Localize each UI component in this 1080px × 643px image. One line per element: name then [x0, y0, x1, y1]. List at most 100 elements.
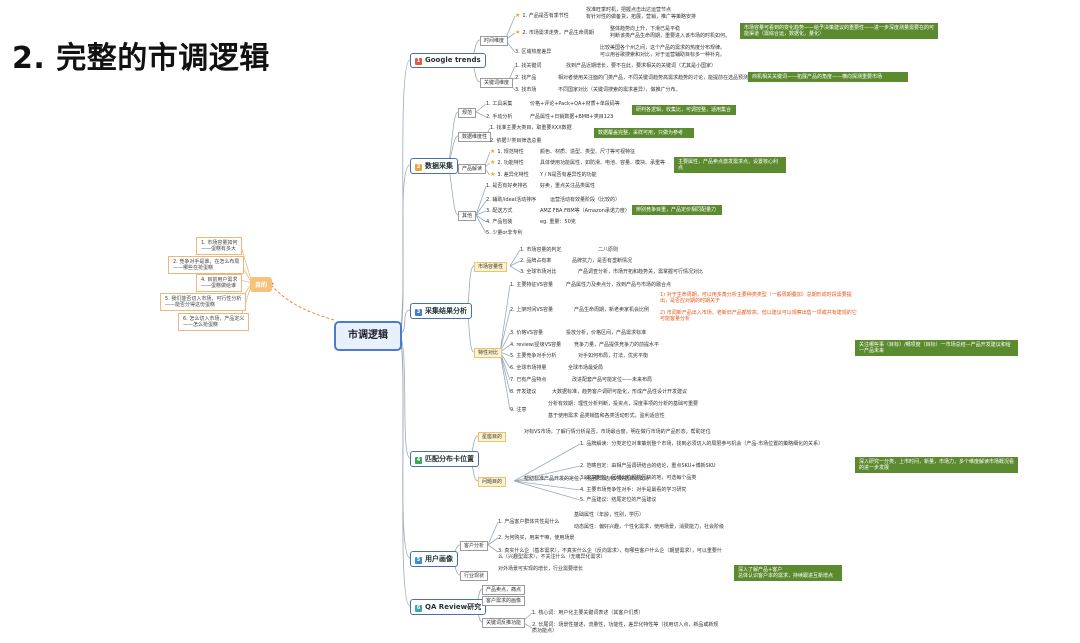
node: 1. 是否有好卖排名 — [486, 183, 528, 189]
tag: 星座目的 — [478, 432, 507, 442]
tag: 客户需求的画像 — [482, 596, 526, 606]
node: 1. 工具采集 — [486, 101, 513, 107]
detail: 整体趋势向上升，下滑已是平稳 — [610, 26, 681, 32]
detail: 全球市场最受局 — [568, 365, 604, 371]
node: 2. 手动分析 — [486, 114, 513, 120]
node: ★2. 功能特性 — [490, 159, 524, 167]
tag: 特性对比 — [474, 348, 503, 358]
tag: 时间维度 — [480, 36, 509, 46]
detail: 判断该类产品生命周期，重要进入该市场的时机如何。 — [610, 33, 731, 39]
node: 1. 核心词：用户化主要关键词表述（其客户们质） — [532, 610, 644, 616]
detail: 动态属性：偏好兴趣，个性化需求，使用场景，消费能力，社会阶级 — [574, 524, 725, 530]
detail: 产品属性+日销数据+BMB+类目123 — [530, 114, 614, 120]
detail: Y / N是否有差异性的功能 — [540, 172, 597, 178]
red-note: 2) 市调新产品出入市场，老新旧产品都较高，但以建议可以观察出售一项或并有建观的… — [660, 310, 857, 322]
node: 2. 找产品 — [515, 75, 537, 81]
node: 1. 品牌解读：分类定位对准策划整个市场，找到必须切入的局限参与机会（产品-市场… — [580, 441, 824, 447]
node: 2. 长尾词：场景性描述，流量性，功能性，差异化特性等（找用切入点，新品或新规质… — [532, 622, 719, 634]
detail: 产品调查分析，市场开拓和趋势关，需掌握可行情况对比 — [578, 269, 704, 275]
node: 1. 主要特征VS容量 — [510, 282, 553, 288]
detail: 帮助标准产品开发的定位，明品要现结用的数据资源支持 — [524, 476, 650, 482]
node: 对外场景可实现的增长，行业需要增长 — [498, 566, 584, 572]
goal-item: 2. 竞争对手是谁，在怎么布局 ——哪些在抢蛋糕 — [168, 256, 245, 274]
tag: 规范 — [458, 108, 477, 118]
detail: 对标VS市场，了解行情分析是否，市场最合度，明在做行市场的产品形态，帮助定位 — [524, 429, 711, 435]
red-note: 1) 对于生命周期，可以用多角分析主要种类类型（一般周期叠加）总期形成时段需要提… — [660, 292, 852, 304]
detail: 比较美国各个州之间，这个产品的需求的热度分布规律。 — [600, 45, 726, 51]
page-title: 2. 完整的市调逻辑 — [12, 41, 270, 76]
tag: 关键词维度 — [480, 78, 514, 88]
detail: 颜色、材质、造型、类型、尺寸等可视特征 — [540, 149, 636, 155]
note-box: 深入了解产品+客户 总体认识客户本的需求，持续跟进互新增点 — [734, 565, 842, 581]
note-box: 主要属性，产品卖点激发需求点，设置核心利点 — [674, 157, 786, 173]
node: 9. 注意 — [510, 407, 527, 413]
detail: 具体使用功能属性，如防滑、电池、容量、模块、承重等 — [540, 160, 666, 166]
root-node: 市调逻辑 — [334, 321, 402, 351]
node: 5. 主要竞争对手分析 — [510, 353, 557, 359]
detail: 找准旺季时机，把握点击出达运营节点 — [586, 7, 672, 13]
tag: 产品卖点，痛点 — [482, 585, 526, 595]
detail: 不同国家对比（关键词搜索的需求差异），做推广分布。 — [558, 87, 681, 93]
node: 2. 上架时间VS容量 — [510, 307, 553, 313]
node: ★2. 市场需求走势，产品生命周期 — [515, 29, 594, 37]
detail: 分析有效期：理性分析判断，投资点，深度事项的分析的基础可重要 — [548, 401, 699, 407]
detail: 基于使用需求 品类销售和各类活动形式，盈利适应性 — [548, 413, 665, 419]
detail: 找到产品近期增长，要不在此，要求相关的关键词（尤其是小国家） — [566, 63, 717, 69]
node: 1. 产品客户群体共性是什么 — [498, 519, 560, 525]
detail: 品牌抗力，是否有垄断情况 — [572, 258, 633, 264]
node: 3. 未来定位：区域出位视线区块的地，可选每个品类 — [580, 475, 697, 481]
detail: 好卖，重点关注品类属性 — [540, 183, 596, 189]
tag: 关键词反推功能 — [482, 618, 526, 628]
tag: 数据维度性 — [458, 132, 492, 142]
note-box: 数据覆盖完整，采样可用，只做为参考 — [594, 128, 694, 138]
node: 2. 品牌占有率 — [520, 258, 552, 264]
detail: 可以用谷歌搜索和对比，对于运营辅助目标多一种补充。 — [600, 52, 726, 58]
tag: 行业现状 — [460, 571, 489, 581]
node: 4. 产品包装 — [486, 219, 513, 225]
node: 7. 已有产品特点 — [510, 377, 547, 383]
node: 2. 依据少类目筛选总量 — [490, 138, 542, 144]
node: 5. 产品建议：结尾定位的产品建议 — [580, 497, 657, 503]
note-box: 辨别竞争目重，产品定价相同配量力 — [632, 205, 722, 215]
detail: 二八原则 — [598, 247, 619, 253]
tag: 市场容量性 — [474, 262, 508, 272]
detail: 大数据标准，趋势客户调研可能化，形成产品性设计开发建议 — [552, 389, 688, 395]
node: 3. 价格VS容量 — [510, 330, 543, 336]
node: 1. 找准主要大类目，取重要XXX数据 — [490, 125, 572, 131]
detail: 价格+评论+Pack+QA+材质+单段码等 — [530, 101, 620, 107]
node: ★1. 规范特性 — [490, 148, 524, 156]
goal-item: 1. 市场容量如何 ——蛋糕有多大 — [196, 237, 243, 255]
node: 1. 市场容量的判定 — [520, 247, 562, 253]
detail: 基础属性（年龄，性别，学历） — [574, 512, 645, 518]
node: 2. 范畴自定：由相产品调研结合的结论，重点SKU+博新SKU — [580, 463, 716, 469]
node: 4. 主要市场竞争性对手：对手是最看的学习研究 — [580, 487, 687, 493]
detail: 改进配套产品可能定位——未来布局 — [572, 377, 653, 383]
detail: 竞争力量，产品提供竞争力的前提水平 — [574, 342, 660, 348]
note-box: 研判各逻辑，收集比，可调控整，适用集合 — [632, 105, 736, 115]
node: 8. 开发建议 — [510, 389, 537, 395]
node: 3. 配送方式 — [486, 208, 513, 214]
detail: 相对者使用关注面的门类产品，不同关键词趋势高需求趋势的讨论，能提前在选品预测 — [558, 75, 749, 81]
node: 3. 找市场 — [515, 87, 537, 93]
note-box: 市场容量可看到的变化趋势——给予决策建议的重要性——进一步深度测量需要在的可能渠… — [740, 23, 938, 39]
detail: AMZ FBA FBM等（Amazon承诺力度） — [540, 208, 630, 214]
detail: 产品生命周期，新老卖家机会比例 — [574, 307, 650, 313]
goal-item: 4. 目前用户需求 ——蛋糕做给谁 — [196, 274, 243, 292]
detail: 产品属性力及卖点分，找到产品与市场的融合点 — [566, 282, 672, 288]
goal-item: 5. 我们能否切入市场，可行性分析 ——能否分得这份蛋糕 — [160, 293, 247, 311]
goal-label: 目的 — [250, 277, 273, 292]
detail: 对手如何布局，打法，优劣平衡 — [578, 353, 649, 359]
node: 2. 辅助/ideal活动排序 — [486, 197, 537, 203]
detail: eg. 重量：50克 — [540, 219, 576, 225]
node: 6. 全球市场排量 — [510, 365, 547, 371]
tag: 客户分析 — [460, 541, 489, 551]
node: 4. review/星级VS容量 — [510, 342, 562, 348]
note-box: 商机相关关键词——拓展产品的角度——横向探测重要市场 — [748, 72, 908, 82]
node: 1. 找关键词 — [515, 63, 542, 69]
